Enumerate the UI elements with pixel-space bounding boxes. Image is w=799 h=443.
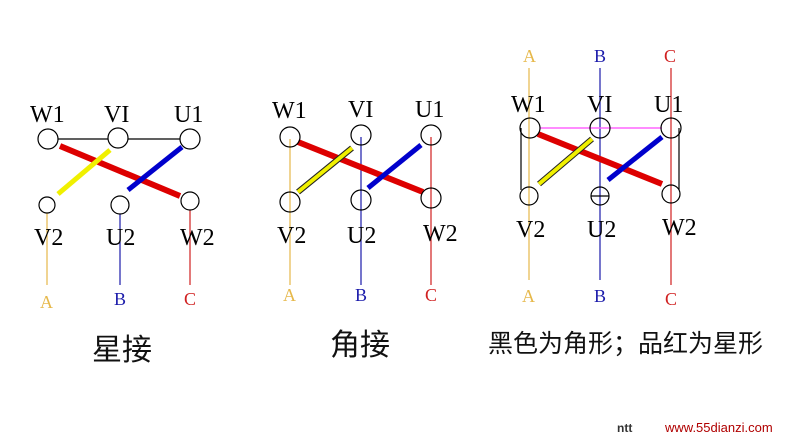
delta-terminal-v2	[279, 191, 301, 213]
star-phase-c-label: C	[184, 289, 196, 309]
star-terminal-w2	[180, 191, 200, 211]
star-label-u2: U2	[106, 225, 135, 251]
delta-terminal-w2	[420, 187, 442, 209]
combined-label-vi: VI	[587, 92, 612, 118]
delta-terminal-vi	[350, 124, 372, 146]
star-red-link	[58, 143, 182, 199]
star-label-u1: U1	[174, 102, 203, 128]
delta-connection-diagram: W1 VI U1 V2 U2 W2 A B C 角接	[272, 97, 458, 363]
combined-caption: 黑色为角形；品红为星形	[488, 329, 763, 358]
star-blue-link	[126, 145, 184, 192]
combined-terminal-w2	[661, 184, 681, 204]
delta-label-u1: U1	[415, 97, 444, 123]
delta-terminal-w1	[279, 126, 301, 148]
star-terminal-u1	[179, 128, 201, 150]
star-terminal-u2	[110, 195, 130, 215]
star-label-vi: VI	[104, 102, 129, 128]
delta-caption: 角接	[330, 328, 390, 363]
star-phase-b-label: B	[114, 289, 126, 309]
star-yellow-link	[56, 148, 112, 196]
combined-terminal-w1	[519, 117, 541, 139]
watermark-prefix: ntt	[617, 421, 632, 435]
combined-terminal-u1	[660, 117, 682, 139]
combined-bottom-c-label: C	[665, 289, 677, 309]
combined-label-u1: U1	[654, 92, 683, 118]
star-phase-a-label: A	[40, 292, 53, 312]
watermark: ntt www.55dianzi.com	[617, 420, 773, 435]
star-terminal-w1	[37, 128, 59, 150]
star-label-w1: W1	[30, 102, 65, 128]
delta-label-w2: W2	[423, 221, 458, 247]
combined-label-u2: U2	[587, 217, 616, 243]
star-terminal-v2	[38, 196, 56, 214]
watermark-site: www.55dianzi.com	[664, 420, 773, 435]
star-label-w2: W2	[180, 225, 215, 251]
star-label-v2: V2	[34, 225, 63, 251]
combined-terminal-u2	[590, 186, 610, 206]
combined-connection-diagram: A B C W1 VI U1 V2 U2 W2 A B C 黑色为角形；品	[488, 46, 763, 358]
delta-label-v2: V2	[277, 223, 306, 249]
combined-blue-link	[606, 135, 664, 182]
star-caption: 星接	[92, 333, 152, 368]
combined-top-c-label: C	[664, 46, 676, 66]
delta-terminal-u2	[350, 189, 372, 211]
combined-top-a-label: A	[523, 46, 536, 66]
delta-blue-link	[366, 143, 423, 190]
delta-phase-b-label: B	[355, 285, 367, 305]
combined-terminal-v2	[519, 186, 539, 206]
combined-top-b-label: B	[594, 46, 606, 66]
combined-yellow-link	[537, 137, 594, 186]
star-connection-diagram: W1 VI U1 V2 U2 W2 A B C 星接	[30, 102, 215, 368]
delta-yellow-link	[296, 146, 354, 194]
delta-red-link	[296, 139, 425, 195]
combined-label-w2: W2	[662, 215, 697, 241]
delta-phase-c-label: C	[425, 285, 437, 305]
combined-bottom-a-label: A	[522, 286, 535, 306]
delta-phase-a-label: A	[283, 285, 296, 305]
combined-terminal-vi	[589, 117, 611, 139]
star-terminal-vi	[107, 127, 129, 149]
combined-label-v2: V2	[516, 217, 545, 243]
delta-terminal-u1	[420, 124, 442, 146]
combined-red-link	[536, 131, 664, 187]
delta-label-w1: W1	[272, 98, 307, 124]
delta-label-u2: U2	[347, 223, 376, 249]
delta-label-vi: VI	[348, 97, 373, 123]
combined-label-w1: W1	[511, 92, 546, 118]
combined-bottom-b-label: B	[594, 286, 606, 306]
